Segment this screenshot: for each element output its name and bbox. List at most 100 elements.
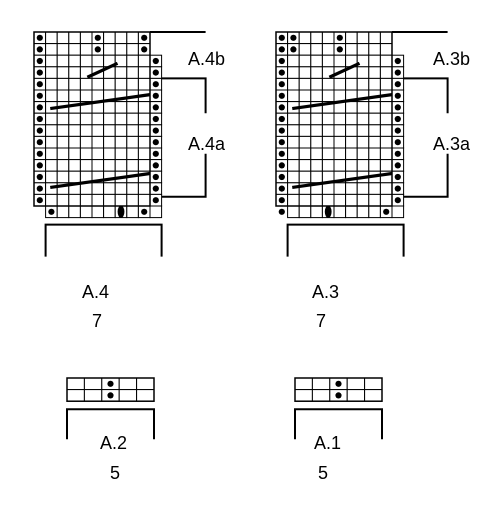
chart-a3-cell bbox=[379, 124, 393, 137]
chart-a3-cell bbox=[333, 54, 347, 68]
chart-a4-cell bbox=[91, 135, 105, 149]
chart-a4-cell bbox=[114, 124, 128, 137]
chart-a3-mid-section-label: A.3a bbox=[433, 134, 471, 154]
chart-a4-dot-symbol bbox=[36, 69, 43, 76]
chart-a3-dot-symbol bbox=[394, 150, 401, 157]
chart-a4-cell bbox=[137, 135, 151, 149]
chart-a3-cell bbox=[298, 31, 312, 45]
chart-a3-cell bbox=[287, 147, 300, 161]
chart-a3-dot-symbol bbox=[278, 46, 285, 53]
chart-a3-dot-symbol bbox=[290, 46, 297, 53]
chart-a1-cell bbox=[346, 377, 366, 391]
chart-a3-dot-symbol bbox=[394, 127, 401, 134]
chart-a3-cell bbox=[321, 135, 335, 149]
chart-a3-dot-symbol bbox=[394, 104, 401, 111]
chart-a4-cell bbox=[91, 182, 105, 195]
chart-a4-border bbox=[33, 31, 151, 207]
chart-a3-cell bbox=[298, 54, 312, 68]
chart-a4-cell bbox=[68, 159, 81, 172]
chart-a3-cell bbox=[345, 135, 358, 149]
chart-a3-cell bbox=[379, 54, 393, 68]
chart-a4-dot-symbol bbox=[141, 34, 148, 41]
chart-a3-cell bbox=[368, 77, 381, 91]
chart-a4-cell bbox=[91, 205, 105, 219]
chart-a3-cell bbox=[379, 159, 393, 172]
chart-a4-cell bbox=[137, 101, 151, 114]
chart-a4-cell bbox=[45, 66, 58, 79]
chart-a4-cell bbox=[79, 205, 93, 219]
chart-a4-cell bbox=[79, 89, 93, 103]
chart-a4-dot-symbol bbox=[36, 185, 43, 192]
chart-a3-dot-symbol bbox=[394, 185, 401, 192]
chart-a4-dot-symbol bbox=[36, 150, 43, 157]
chart-a3-cell bbox=[356, 66, 370, 79]
chart-a4-cell bbox=[114, 135, 128, 149]
chart-a3-cell bbox=[345, 112, 358, 126]
chart-a3-cell bbox=[321, 31, 335, 45]
chart-a4-cell bbox=[56, 54, 70, 68]
chart-a3-cell bbox=[379, 31, 393, 45]
chart-a3-cell bbox=[310, 89, 323, 103]
chart-a4-dot-symbol bbox=[36, 115, 43, 123]
chart-a3-dot-symbol bbox=[394, 115, 401, 123]
chart-a4-dot-symbol bbox=[36, 92, 43, 99]
chart-a3-cell bbox=[310, 205, 323, 219]
chart-a1-dot-symbol bbox=[335, 392, 342, 399]
chart-a3-cell bbox=[333, 147, 347, 161]
chart-a3-short-bar-symbol bbox=[328, 61, 361, 79]
chart-a3-cell bbox=[368, 182, 381, 195]
chart-a4-cell bbox=[68, 147, 81, 161]
chart-a4-dot-symbol bbox=[36, 162, 43, 169]
chart-a1-cell bbox=[346, 389, 366, 402]
chart-a1-cell bbox=[311, 389, 331, 402]
chart-a1-cell bbox=[294, 377, 313, 391]
chart-a3-cell bbox=[368, 112, 381, 126]
chart-a4-cell bbox=[126, 54, 139, 68]
chart-a3-cell bbox=[321, 193, 335, 207]
chart-a4-dot-symbol bbox=[152, 57, 159, 65]
chart-a4-cell bbox=[91, 112, 105, 126]
chart-a4-long-bar-symbol bbox=[50, 171, 151, 190]
chart-a4-cell bbox=[103, 135, 116, 149]
chart-a3-cell bbox=[379, 112, 393, 126]
chart-a4-cell bbox=[45, 147, 58, 161]
chart-a4-dot-symbol bbox=[152, 139, 159, 146]
chart-a1-dot-symbol bbox=[335, 380, 342, 387]
chart-a4-dot-symbol bbox=[152, 81, 159, 88]
chart-a4-dot-symbol bbox=[152, 197, 159, 204]
chart-a2-cell bbox=[118, 389, 138, 402]
chart-a3-bottom-bracket bbox=[286, 223, 405, 257]
chart-a3-cell bbox=[298, 159, 312, 172]
chart-a3-cell bbox=[287, 112, 300, 126]
chart-a4-cell bbox=[137, 182, 151, 195]
chart-a2-cell bbox=[66, 377, 85, 391]
chart-a4-top-section-label: A.4b bbox=[188, 49, 226, 69]
chart-a4-cell bbox=[56, 66, 70, 79]
chart-a4-cell bbox=[91, 159, 105, 172]
chart-a4-cell bbox=[56, 43, 70, 56]
chart-a4-cell bbox=[126, 159, 139, 172]
chart-a4-cell bbox=[56, 193, 70, 207]
chart-a4-cell bbox=[91, 54, 105, 68]
chart-a3-cell bbox=[321, 89, 335, 103]
chart-a1-bottom-bracket bbox=[294, 408, 383, 440]
chart-a3-cell bbox=[345, 193, 358, 207]
chart-a4-cell bbox=[126, 182, 139, 195]
chart-a3-cell bbox=[356, 31, 370, 45]
chart-a3-cell bbox=[310, 124, 323, 137]
chart-a3-dot-symbol bbox=[394, 92, 401, 99]
chart-a3-cell bbox=[310, 135, 323, 149]
chart-a3-cell bbox=[333, 77, 347, 91]
chart-a4-cell bbox=[103, 182, 116, 195]
chart-a4-cell bbox=[114, 43, 128, 56]
chart-a4-cell bbox=[68, 112, 81, 126]
chart-a4-cell bbox=[103, 193, 116, 207]
chart-a3-cell bbox=[345, 159, 358, 172]
chart-a2-dot-symbol bbox=[107, 392, 114, 399]
chart-a3-cell bbox=[356, 124, 370, 137]
chart-a4-bottom-bracket bbox=[44, 223, 163, 257]
chart-a4-long-bar-symbol bbox=[50, 93, 151, 111]
chart-a3-cell bbox=[345, 31, 358, 45]
chart-a4-cell bbox=[91, 77, 105, 91]
